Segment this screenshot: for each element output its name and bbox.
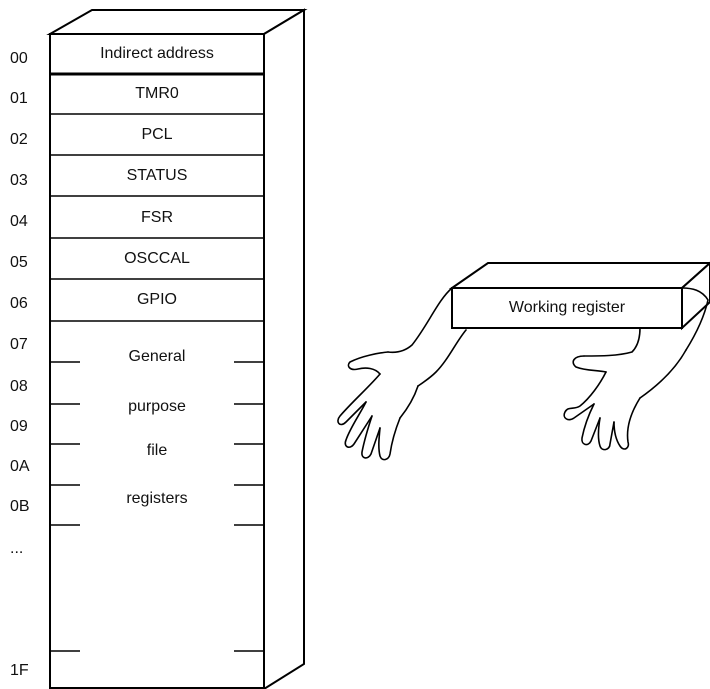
address-label: 04 — [10, 213, 28, 230]
register-name: PCL — [141, 126, 173, 143]
gpr-label-line: file — [146, 442, 168, 459]
address-label: 02 — [10, 131, 28, 148]
gpr-label-line: purpose — [128, 398, 186, 415]
register-name: OSCCAL — [124, 250, 190, 267]
working-register-top-face — [452, 263, 710, 288]
register-name: FSR — [141, 209, 173, 226]
address-label: 01 — [10, 90, 28, 107]
address-label: 06 — [10, 295, 28, 312]
gpr-label-line: General — [128, 348, 186, 365]
address-label: 09 — [10, 418, 28, 435]
right-hand-icon — [564, 288, 708, 450]
working-register-block — [452, 263, 710, 328]
register-name: GPIO — [136, 291, 177, 308]
address-label: 00 — [10, 50, 28, 67]
gpr-tick-marks — [50, 362, 264, 651]
address-label: 05 — [10, 254, 28, 271]
address-label: 0A — [10, 458, 30, 475]
gpr-label-line: registers — [126, 490, 188, 507]
address-label: 1F — [10, 662, 29, 679]
address-label: ... — [10, 540, 24, 557]
working-register-front-face — [452, 288, 682, 328]
address-label: 0B — [10, 498, 30, 515]
register-file-block — [50, 10, 304, 689]
address-label: 07 — [10, 336, 28, 353]
working-register-label: Working register — [508, 299, 626, 316]
register-file-side-face — [264, 10, 304, 689]
left-hand-icon — [338, 288, 466, 460]
register-name: Indirect address — [100, 45, 214, 62]
register-name: TMR0 — [135, 85, 179, 102]
register-file-top-face — [50, 10, 304, 34]
address-label: 03 — [10, 172, 28, 189]
register-name: STATUS — [126, 167, 188, 184]
register-file-front-face — [50, 34, 264, 688]
address-label: 08 — [10, 378, 28, 395]
